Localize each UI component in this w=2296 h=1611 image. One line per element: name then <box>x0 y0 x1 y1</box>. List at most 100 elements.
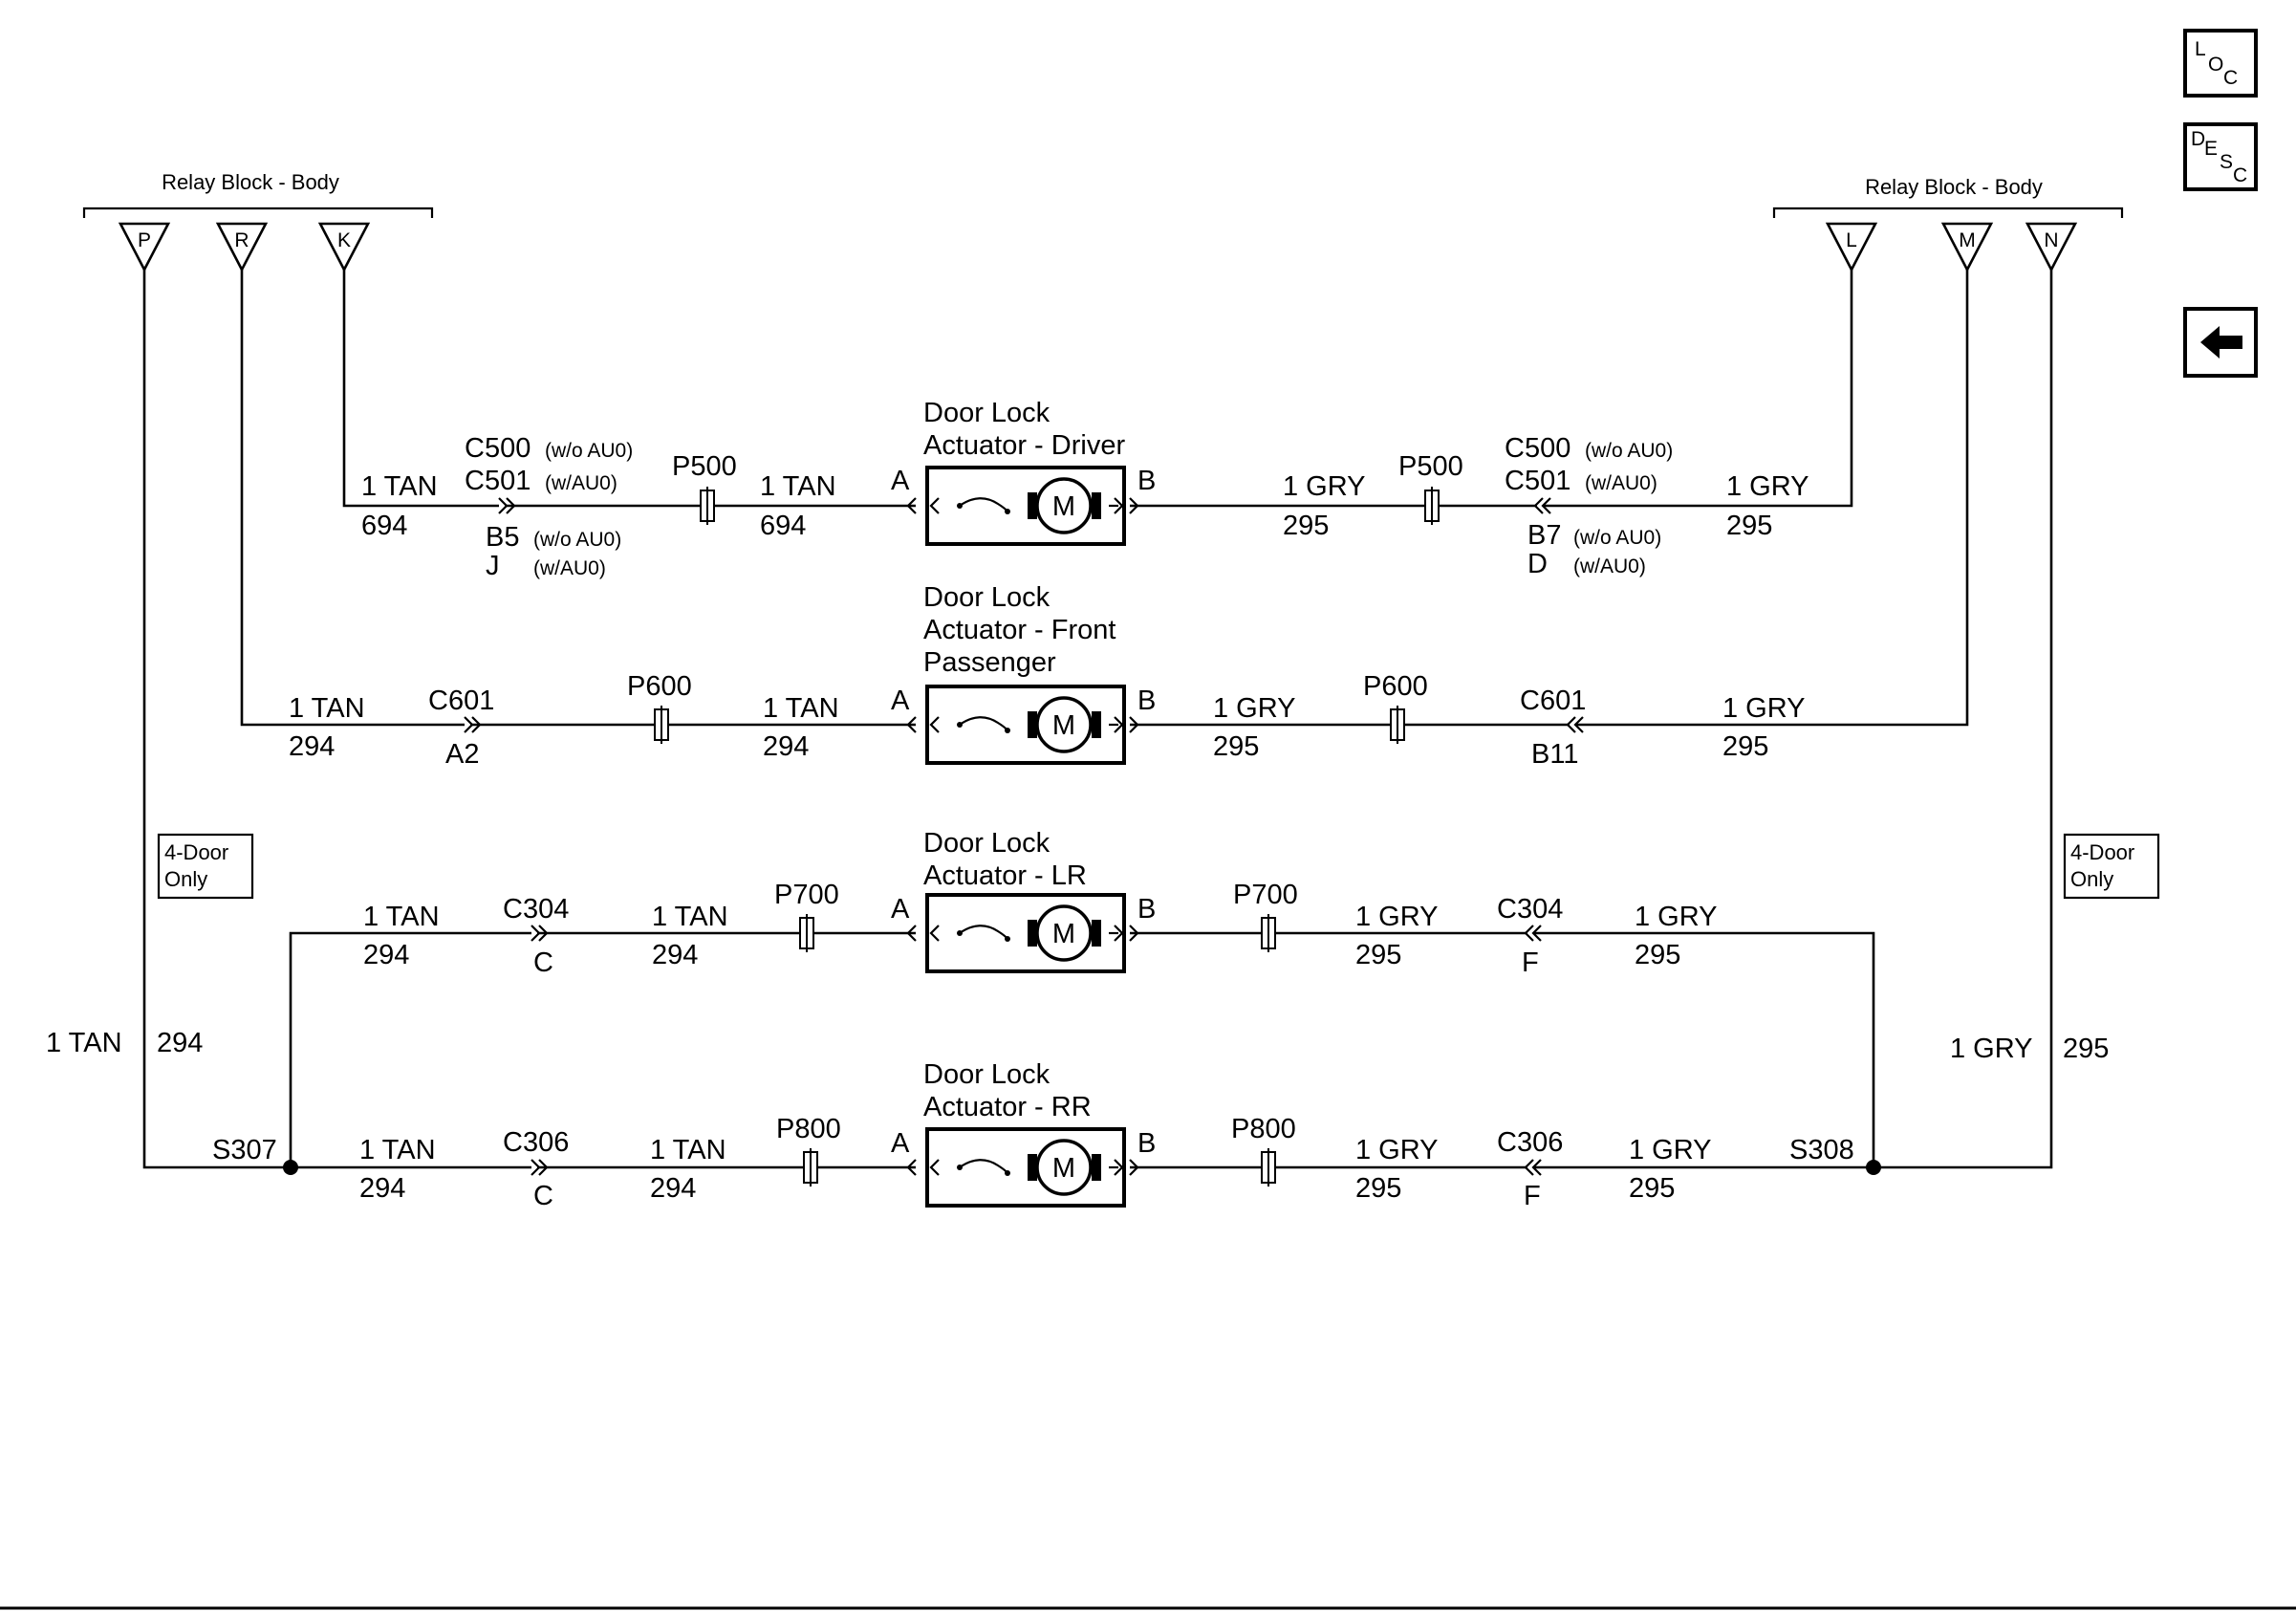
actuator-front-passenger: M <box>906 685 1139 765</box>
connector-name: C501 <box>1505 466 1570 496</box>
pin-k-label: K <box>337 229 351 251</box>
trunk-right-color: 1 GRY <box>1950 1034 2033 1064</box>
motor-label: M <box>1052 1153 1075 1184</box>
connector-c601-left-symbol <box>464 716 482 733</box>
connector-pin: A2 <box>445 739 479 770</box>
inline-connector-name: P600 <box>1363 671 1428 702</box>
desc-button[interactable]: D E S C <box>2183 122 2258 191</box>
connector-note: (w/AU0) <box>1573 555 1646 577</box>
circuit-number-label: 294 <box>763 731 809 762</box>
motor-label: M <box>1052 710 1075 741</box>
inline-p800-left-symbol <box>803 1148 818 1186</box>
pin-l-label: L <box>1846 229 1857 251</box>
connector-name: C601 <box>428 686 494 716</box>
wire-m-295 <box>1575 270 1969 727</box>
loc-button[interactable]: L O C <box>2183 29 2258 98</box>
relay-block-right-bracket <box>1772 207 2124 218</box>
wire-color-label: 1 TAN <box>763 693 839 724</box>
pin-a-label: A <box>891 686 910 716</box>
connector-pin: B7 <box>1527 520 1561 551</box>
pin-m-triangle <box>1940 222 1994 272</box>
wire-color-label: 1 GRY <box>1635 902 1718 932</box>
connector-name: C601 <box>1520 686 1586 716</box>
inline-connector-name: P700 <box>1233 880 1298 910</box>
wire-color-label: 1 TAN <box>650 1135 726 1165</box>
wire-k-694 <box>342 270 499 508</box>
pin-p-label: P <box>138 229 151 251</box>
pin-a-label: A <box>891 1128 910 1159</box>
inline-connector-name: P800 <box>1231 1114 1296 1144</box>
inline-p500-right-symbol <box>1424 487 1440 525</box>
pin-a-label: A <box>891 466 910 496</box>
circuit-number-label: 295 <box>1213 731 1259 762</box>
pin-b-label: B <box>1137 466 1156 496</box>
actuator-title-line: Door Lock <box>923 1059 1051 1090</box>
actuator-title-line: Actuator - RR <box>923 1092 1092 1122</box>
circuit-number-label: 295 <box>1629 1173 1675 1204</box>
connector-pin: B5 <box>486 522 519 553</box>
trunk-left-circuit: 294 <box>157 1028 203 1058</box>
wire-n-295 <box>1533 270 2053 1169</box>
note-left-line: 4-Door <box>164 840 228 864</box>
connector-pin: C <box>533 1181 553 1211</box>
connector-c500-left-symbol <box>498 497 516 514</box>
loc-letter: C <box>2223 67 2238 89</box>
connector-c601-right-symbol <box>1566 716 1584 733</box>
splice-s307-dot <box>283 1160 298 1175</box>
wire-color-label: 1 TAN <box>359 1135 436 1165</box>
circuit-number-label: 694 <box>361 511 407 541</box>
wire-color-label: 1 GRY <box>1283 471 1366 502</box>
wire-r-294 <box>240 270 465 727</box>
connector-pin: C <box>533 947 553 978</box>
actuator-title-line: Door Lock <box>923 582 1051 613</box>
pin-p-triangle <box>118 222 171 272</box>
connector-c304-left-symbol <box>531 925 549 942</box>
connector-c500-right-symbol <box>1533 497 1551 514</box>
desc-letter: S <box>2220 151 2233 173</box>
inline-p600-right-symbol <box>1390 706 1405 744</box>
wire-color-label: 1 GRY <box>1629 1135 1712 1165</box>
circuit-number-label: 294 <box>359 1173 405 1204</box>
wire-lr-295 <box>1533 931 1875 1167</box>
note-right-line: 4-Door <box>2070 840 2134 864</box>
actuator-title-line: Actuator - Front <box>923 615 1116 645</box>
labels: Relay Block - Body Relay Block - Body P … <box>46 170 2134 1211</box>
note-box-right <box>2063 833 2160 900</box>
connector-name: C501 <box>465 466 531 496</box>
inline-connector-name: P800 <box>776 1114 841 1144</box>
desc-letter: D <box>2191 128 2205 150</box>
splice-s308-dot <box>1866 1160 1881 1175</box>
motor-label: M <box>1052 491 1075 522</box>
actuator-title-line: Actuator - Driver <box>923 430 1125 461</box>
connector-c306-right-symbol <box>1524 1159 1542 1176</box>
note-right-line: Only <box>2070 867 2113 891</box>
wire-lr-294 <box>289 931 531 1167</box>
inline-p700-right-symbol <box>1261 914 1276 952</box>
circuit-number-label: 295 <box>1355 940 1401 970</box>
pin-r-label: R <box>234 229 249 251</box>
pin-b-label: B <box>1137 1128 1156 1159</box>
connector-note: (w/o AU0) <box>1585 440 1673 462</box>
wire-color-label: 1 GRY <box>1213 693 1296 724</box>
circuit-number-label: 694 <box>760 511 806 541</box>
actuator-lr: M <box>906 893 1139 973</box>
pin-a-label: A <box>891 894 910 925</box>
wire-l-295 <box>1543 270 1853 508</box>
wire-color-label: 1 GRY <box>1355 902 1439 932</box>
trunk-left-color: 1 TAN <box>46 1028 122 1058</box>
connector-c304-right-symbol <box>1524 925 1542 942</box>
circuit-number-label: 295 <box>1355 1173 1401 1204</box>
connector-note: (w/AU0) <box>545 472 617 494</box>
circuit-number-label: 294 <box>650 1173 696 1204</box>
wire-color-label: 1 TAN <box>652 902 728 932</box>
back-button[interactable] <box>2183 307 2258 378</box>
wire-color-label: 1 GRY <box>1355 1135 1439 1165</box>
pin-l-triangle <box>1825 222 1878 272</box>
connector-pin: F <box>1524 1181 1541 1211</box>
relay-block-left-bracket <box>82 207 434 218</box>
wiring <box>0 207 2296 1610</box>
connector-pin: J <box>486 551 500 581</box>
wire-color-label: 1 TAN <box>760 471 836 502</box>
wire-color-label: 1 TAN <box>363 902 440 932</box>
